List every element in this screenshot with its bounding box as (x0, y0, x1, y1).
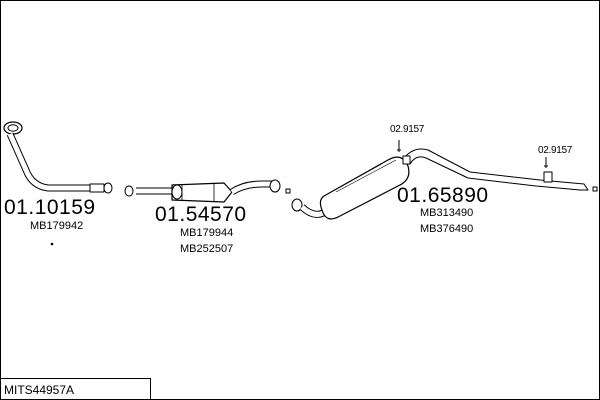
model-code: MITS44957A (4, 383, 75, 397)
part-number-center-pipe: 01.54570 (155, 203, 247, 226)
model-code-box: MITS44957A (0, 378, 151, 399)
oem-ref-rear-muffler-2: MB376490 (420, 223, 474, 235)
bracket-label-2: 02.9157 (538, 145, 573, 156)
oem-ref-center-pipe-2: MB252507 (180, 243, 234, 255)
oem-ref-front-pipe: MB179942 (30, 220, 84, 232)
part-number-front-pipe: 01.10159 (4, 196, 96, 219)
oem-ref-rear-muffler-1: MB313490 (420, 207, 474, 219)
part-number-rear-muffler: 01.65890 (397, 184, 489, 207)
oem-ref-center-pipe-1: MB179944 (180, 227, 234, 239)
front-pipe-drawing (3, 121, 113, 246)
rear-muffler-drawing (291, 140, 598, 220)
center-pipe-drawing (124, 179, 291, 203)
front-pipe-flange (3, 121, 23, 135)
bracket-label-1: 02.9157 (390, 124, 425, 135)
